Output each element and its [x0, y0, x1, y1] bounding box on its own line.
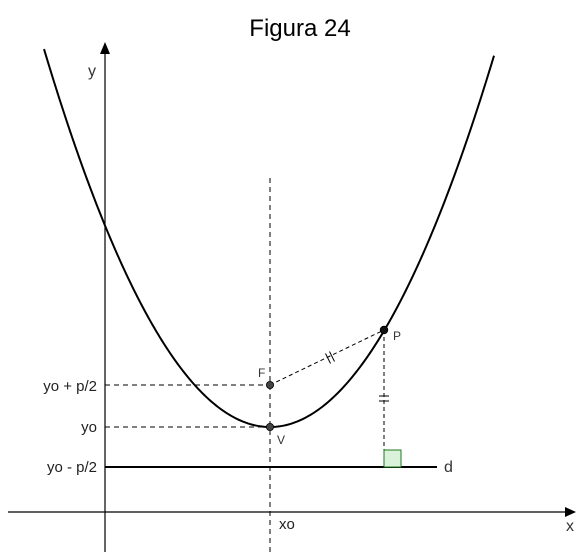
- point-p-label: P: [393, 329, 401, 343]
- vertex-label: V: [277, 433, 285, 447]
- y-axis-label: y: [88, 63, 96, 80]
- y-axis-arrowhead: [100, 42, 110, 54]
- parabola-curve: [43, 48, 495, 429]
- equal-length-marks-pd: [379, 395, 389, 402]
- figure-title: Figura 24: [249, 15, 350, 42]
- vertex-x-label: xo: [279, 516, 295, 533]
- x-axis-label: x: [566, 518, 574, 535]
- vertex-point: [265, 422, 274, 431]
- vertex-level-label: yo: [81, 419, 97, 436]
- focus-label: F: [258, 366, 265, 380]
- directrix-label: d: [444, 459, 453, 476]
- equal-length-marks-pf: [325, 351, 335, 364]
- focus-point: [265, 380, 274, 389]
- right-angle-marker: [383, 449, 402, 468]
- focus-level-label: yo + p/2: [43, 378, 97, 395]
- directrix-level-label: yo - p/2: [47, 459, 97, 476]
- curve-point-p: [379, 325, 389, 335]
- x-axis-arrowhead: [565, 507, 576, 517]
